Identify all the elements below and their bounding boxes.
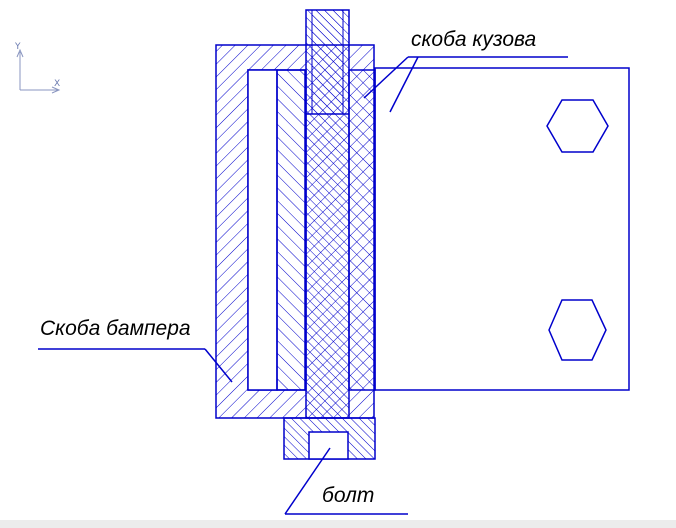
leader-bolt [284,447,408,515]
label-bolt: болт [322,484,374,507]
bolt-thread [311,9,344,115]
bumper-bracket-slot [247,69,278,391]
status-strip [0,520,676,528]
label-body-bracket: скоба кузова [411,28,536,51]
bolt-head-socket [308,431,349,460]
body-bracket-wall-left [276,69,307,391]
axis-y-label: Y [14,42,21,52]
label-bumper-bracket: Скоба бампера [40,317,191,340]
hex-nut-top-icon [546,99,609,153]
leader-body-bracket [363,56,568,113]
body-bracket-wall-right [348,69,376,391]
leader-bumper-bracket [38,348,233,383]
hex-nut-bottom-icon [548,299,607,361]
ucs-axis-icon: Y X [14,42,61,94]
axis-x-label: X [54,79,60,89]
